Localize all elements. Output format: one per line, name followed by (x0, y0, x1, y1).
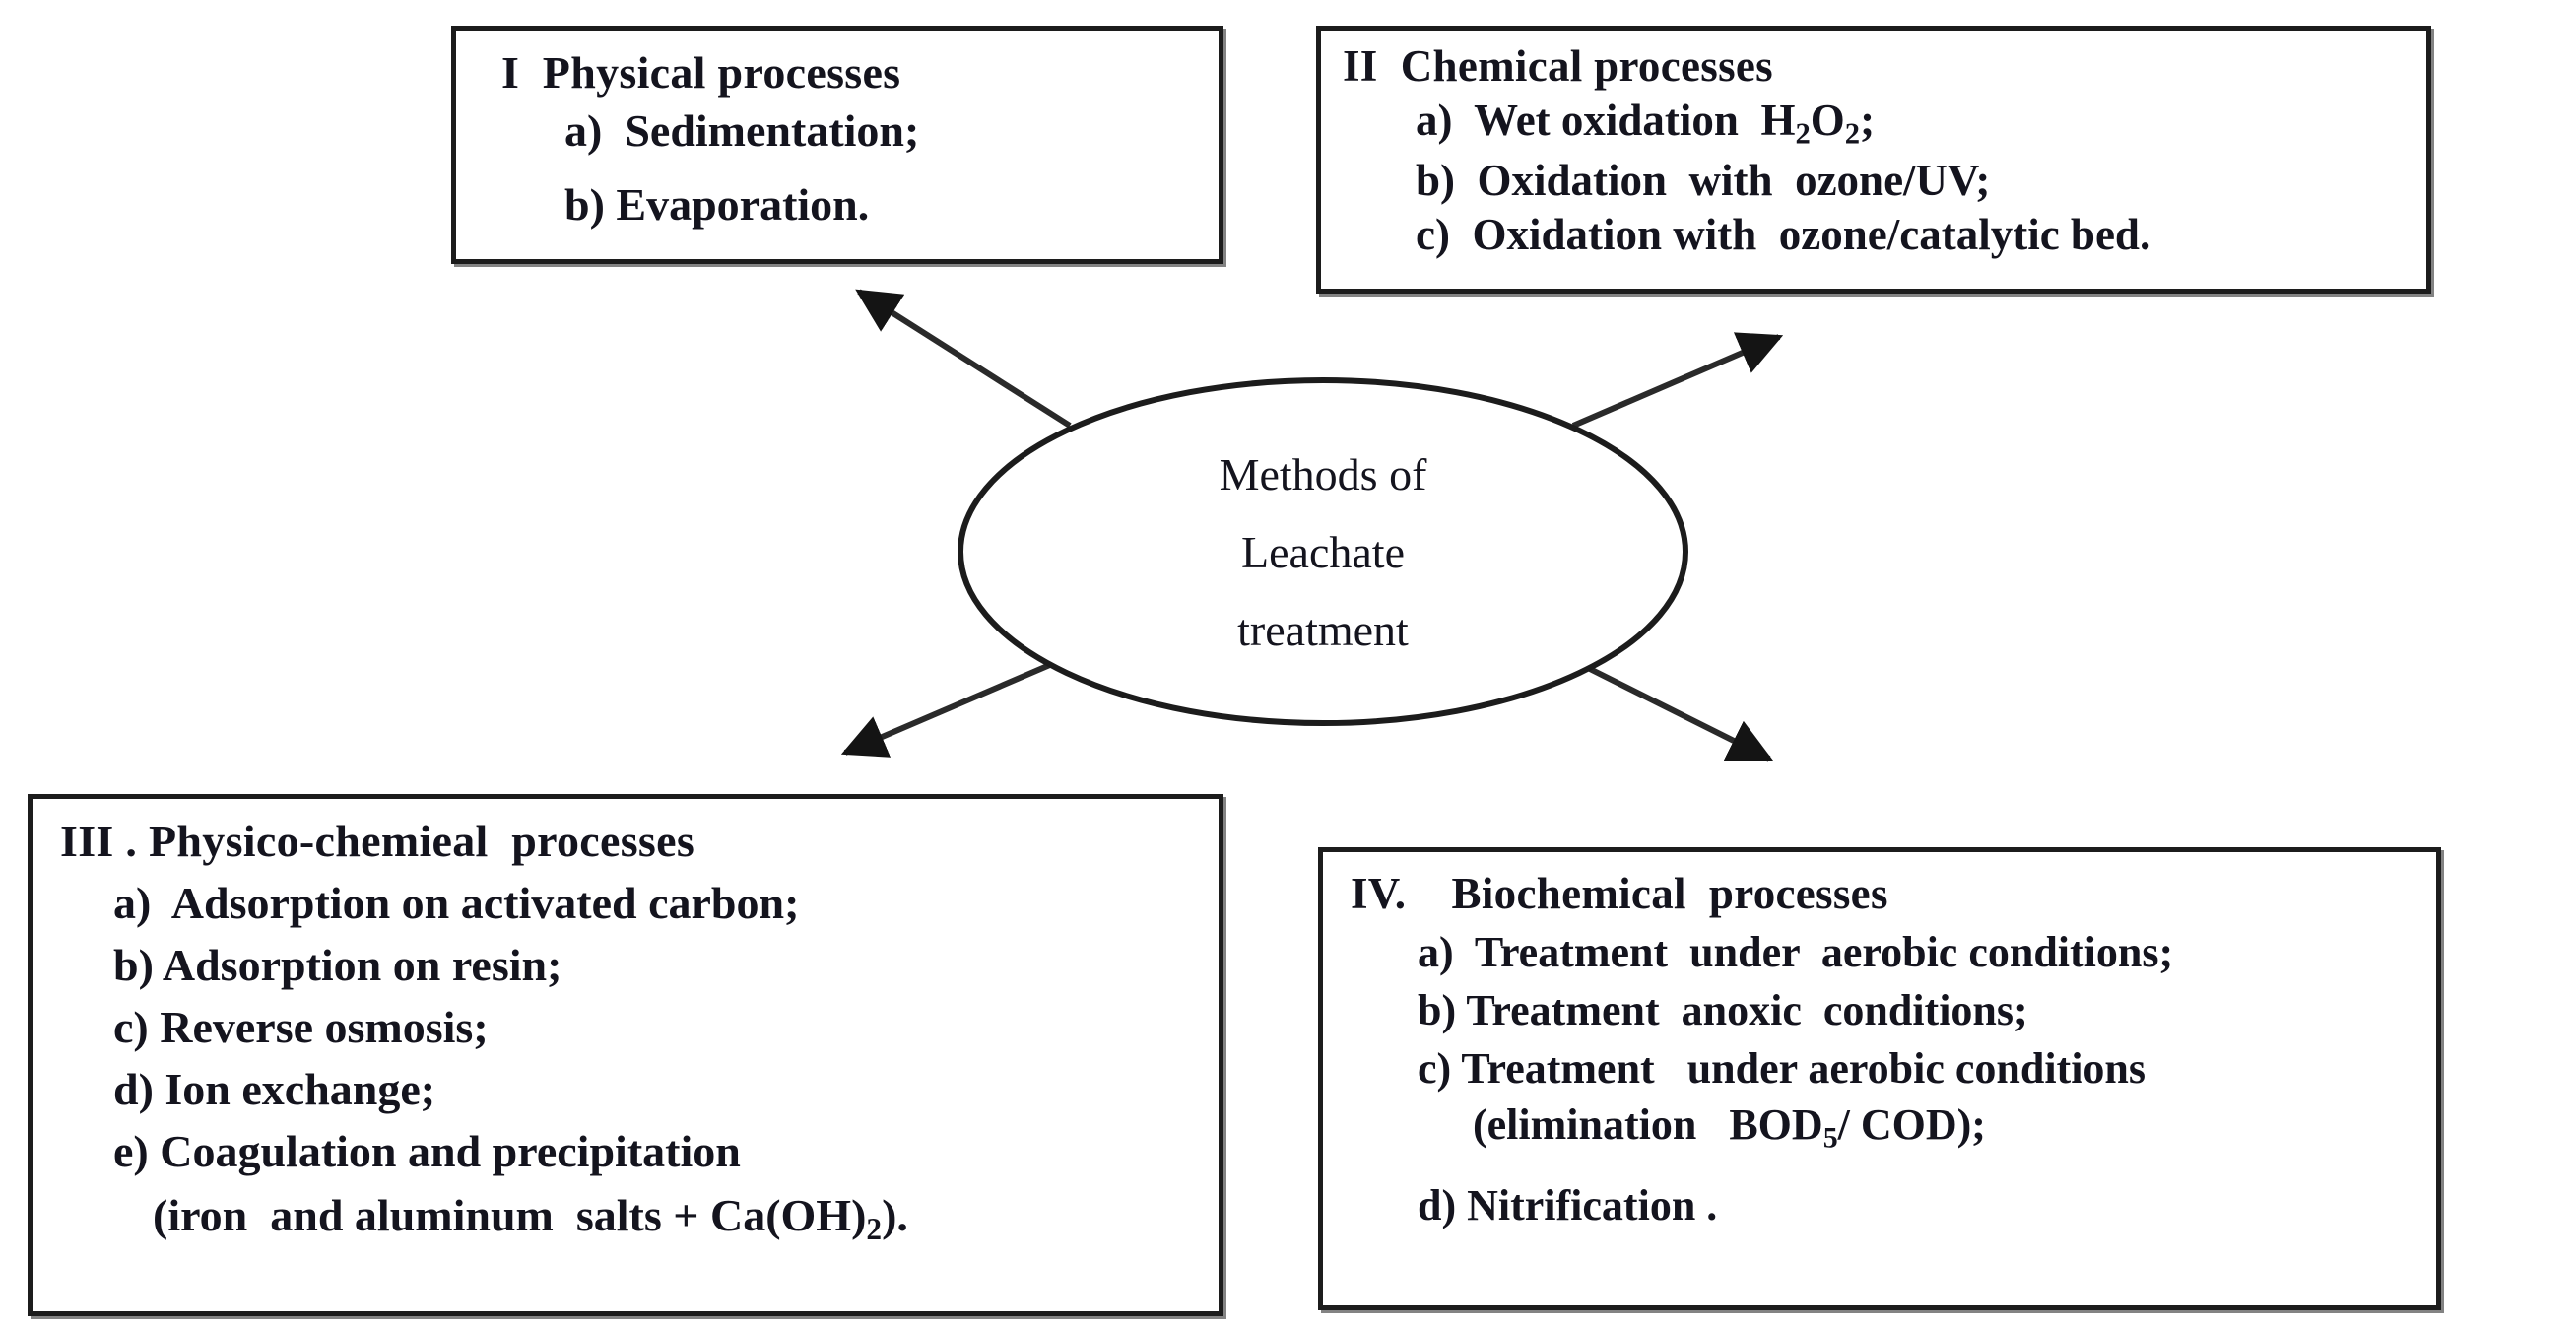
box-biochemical-item-a: a) Treatment under aerobic conditions; (1418, 928, 2174, 976)
box-biochemical-cont-sub: 5 (1822, 1121, 1838, 1155)
box-biochemical-processes: IV. Biochemical processes a) Treatment u… (1318, 847, 2441, 1310)
box-chemical-item-a-mid: O (1810, 96, 1845, 145)
center-line-1: Methods of (1219, 448, 1427, 499)
box-physico-item-c: c) Reverse osmosis; (113, 1002, 489, 1052)
center-line-3: treatment (1237, 604, 1409, 655)
box-biochemical-cont-suffix: / COD); (1837, 1100, 1986, 1149)
box-physico-cont-suffix: ). (882, 1190, 908, 1240)
box-physico-item-e-continuation: (iron and aluminum salts + Ca(OH)2). (153, 1189, 1219, 1247)
box-chemical-item-b: b) Oxidation with ozone/UV; (1416, 155, 1991, 205)
box-physico-item-d: d) Ion exchange; (113, 1064, 436, 1114)
box-biochemical-item-b: b) Treatment anoxic conditions; (1418, 986, 2028, 1034)
box-physical-item-b: b) Evaporation. (564, 179, 870, 230)
box-chemical-item-a-sub1: 2 (1795, 116, 1811, 151)
box-chemical-item-a-prefix: a) Wet oxidation H (1416, 96, 1796, 145)
box-chemical-item-a: a) Wet oxidation H2O2; (1416, 95, 2426, 152)
box-chemical-item-a-sub2: 2 (1844, 116, 1861, 151)
box-physico-item-e: e) Coagulation and precipitation (113, 1126, 741, 1176)
box-biochemical-title: IV. Biochemical processes (1351, 869, 1888, 918)
box-biochemical-item-c: c) Treatment under aerobic conditions (1418, 1044, 2147, 1093)
box-chemical-item-a-suffix: ; (1860, 96, 1876, 145)
box-chemical-item-c: c) Oxidation with ozone/catalytic bed. (1416, 209, 2151, 259)
box-physico-chemical-processes: III . Physico-chemieal processes a) Adso… (28, 794, 1223, 1316)
center-ellipse-label: Methods of Leachate treatment (960, 380, 1685, 723)
box-biochemical-item-d: d) Nitrification . (1418, 1181, 1718, 1230)
box-physico-item-b: b) Adsorption on resin; (113, 940, 562, 990)
box-physico-title: III . Physico-chemieal processes (60, 816, 695, 866)
box-physico-item-a: a) Adsorption on activated carbon; (113, 878, 800, 928)
box-physical-item-a: a) Sedimentation; (564, 105, 920, 156)
box-biochemical-cont-prefix: (elimination BOD (1473, 1100, 1823, 1149)
box-chemical-title: II Chemical processes (1343, 41, 1773, 91)
box-physico-cont-sub: 2 (866, 1211, 883, 1246)
box-physical-processes: I Physical processes a) Sedimentation; b… (451, 26, 1223, 264)
center-line-2: Leachate (1241, 526, 1405, 577)
box-chemical-processes: II Chemical processes a) Wet oxidation H… (1316, 26, 2431, 294)
box-physical-title: I Physical processes (501, 47, 901, 98)
box-physico-cont-prefix: (iron and aluminum salts + Ca(OH) (153, 1190, 867, 1240)
box-biochemical-item-c-continuation: (elimination BOD5/ COD); (1473, 1099, 2436, 1155)
